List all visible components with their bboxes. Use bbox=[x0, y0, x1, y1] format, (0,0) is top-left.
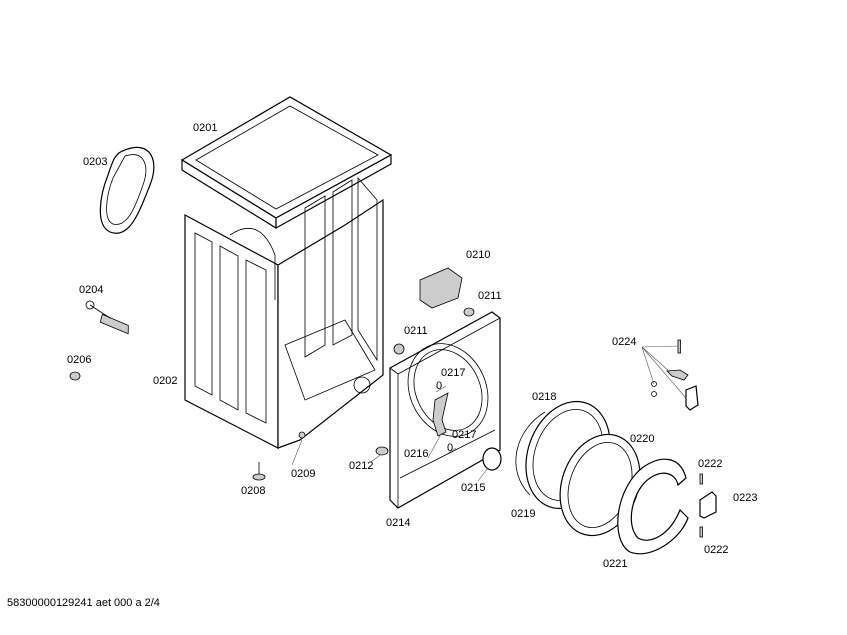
part-0210-lock[interactable] bbox=[419, 267, 463, 309]
label-0209: 0209 bbox=[291, 468, 315, 480]
part-0214-front-panel[interactable] bbox=[389, 311, 503, 509]
part-0222-pin-a[interactable] bbox=[699, 473, 703, 485]
label-0211: 0211 bbox=[404, 325, 428, 337]
label-0203: 0203 bbox=[83, 156, 107, 168]
part-0204-heater[interactable] bbox=[85, 300, 131, 335]
label-0219: 0219 bbox=[511, 508, 535, 520]
part-cabinet[interactable] bbox=[184, 176, 384, 449]
label-0222: 0222 bbox=[704, 544, 728, 556]
small-clip-mark: 0 bbox=[436, 380, 442, 392]
label-0221: 0221 bbox=[603, 558, 627, 570]
label-0222: 0222 bbox=[698, 458, 722, 470]
part-0212[interactable] bbox=[375, 446, 389, 456]
part-0222-pin-b[interactable] bbox=[699, 526, 703, 538]
label-0217: 0217 bbox=[441, 367, 465, 379]
leader-lines bbox=[291, 345, 687, 482]
part-0223-catch[interactable] bbox=[699, 491, 717, 519]
label-0210: 0210 bbox=[466, 249, 490, 261]
part-0208-foot[interactable] bbox=[252, 462, 266, 481]
part-0216-hinge[interactable] bbox=[432, 392, 449, 437]
label-0206: 0206 bbox=[67, 354, 91, 366]
drawing-footer-id: 58300000129241 aet 000 a 2/4 bbox=[7, 597, 160, 609]
label-0214: 0214 bbox=[386, 517, 410, 529]
part-0211-a[interactable] bbox=[463, 307, 475, 317]
label-0217: 0217 bbox=[452, 429, 476, 441]
label-0204: 0204 bbox=[79, 284, 103, 296]
label-0215: 0215 bbox=[461, 482, 485, 494]
label-0220: 0220 bbox=[630, 433, 654, 445]
part-0221-door-outer-ring[interactable] bbox=[617, 458, 689, 555]
part-0211-b[interactable] bbox=[393, 343, 405, 355]
label-0218: 0218 bbox=[532, 391, 556, 403]
label-0223: 0223 bbox=[733, 492, 757, 504]
label-0211: 0211 bbox=[478, 290, 502, 302]
label-0202: 0202 bbox=[153, 375, 177, 387]
part-0218-wire[interactable] bbox=[515, 411, 546, 496]
label-0201: 0201 bbox=[193, 122, 217, 134]
part-top-cover[interactable] bbox=[180, 96, 393, 230]
label-0216: 0216 bbox=[404, 448, 428, 460]
part-0224-set[interactable] bbox=[651, 339, 699, 411]
part-labels: 0201 0202 0203 0204 0206 0208 0209 0210 … bbox=[67, 122, 757, 570]
label-0208: 0208 bbox=[241, 485, 265, 497]
part-0206[interactable] bbox=[69, 371, 81, 381]
label-0212: 0212 bbox=[349, 460, 373, 472]
part-0203-seal[interactable] bbox=[99, 146, 155, 234]
part-0215-knob[interactable] bbox=[482, 447, 502, 471]
small-clip-mark: 0 bbox=[447, 442, 453, 454]
label-0224: 0224 bbox=[612, 336, 636, 348]
